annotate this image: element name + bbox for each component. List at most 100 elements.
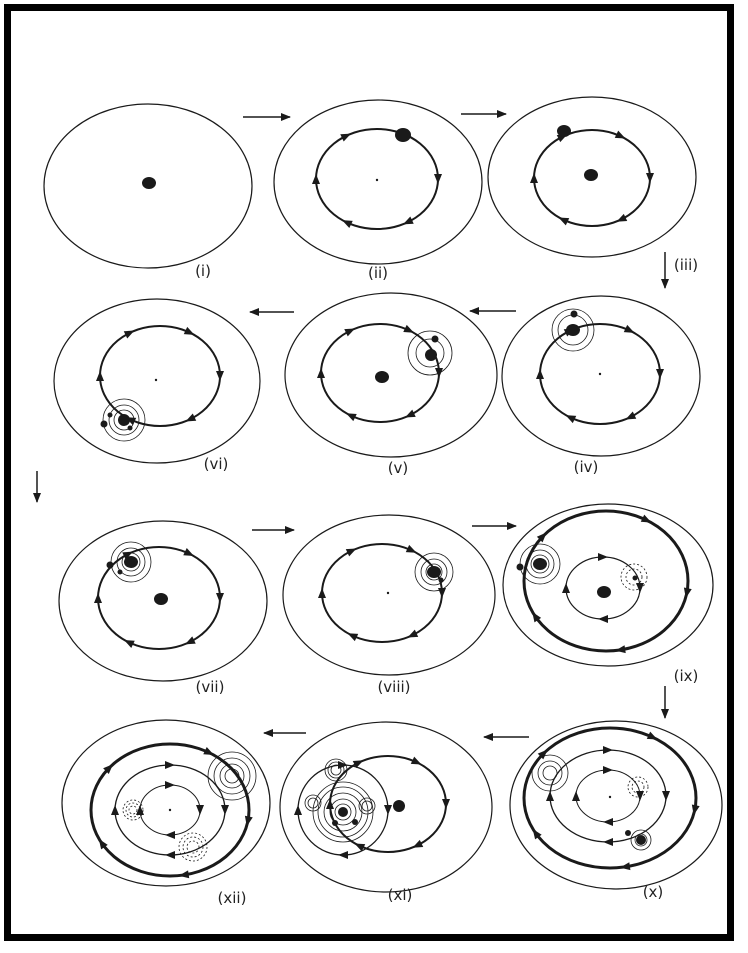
satellite-rings bbox=[219, 763, 245, 789]
orbit-arrow-icon bbox=[640, 514, 652, 523]
orbit-arrow-icon bbox=[165, 851, 175, 859]
satellite-rings bbox=[108, 404, 140, 436]
satellite-rings bbox=[213, 757, 251, 795]
moving-body bbox=[533, 558, 547, 570]
orbit-arrow-icon bbox=[558, 217, 570, 226]
central-mark bbox=[598, 372, 602, 376]
stage-v bbox=[284, 292, 498, 458]
orbit-arrow-icon bbox=[536, 369, 544, 379]
orbit-arrow-icon bbox=[183, 548, 195, 556]
outer-boundary bbox=[501, 295, 701, 457]
orbit-arrow-icon bbox=[244, 815, 253, 827]
stage-label-vii: (vii) bbox=[195, 678, 225, 696]
satellite-rings bbox=[525, 549, 555, 579]
satellite-rings bbox=[312, 781, 374, 843]
orbit-arrow-icon bbox=[122, 551, 134, 560]
orbit-arrow-icon bbox=[404, 409, 416, 418]
orbit-arrow-icon bbox=[656, 369, 664, 379]
orbit-arrow-icon bbox=[646, 731, 658, 740]
orbit-arrow-icon bbox=[598, 553, 608, 561]
satellite-rings bbox=[121, 552, 141, 572]
satellite-body bbox=[117, 569, 123, 575]
stage-label-i: (i) bbox=[195, 262, 211, 280]
satellite-rings bbox=[530, 554, 550, 574]
orbit-arrow-icon bbox=[438, 588, 446, 598]
moving-body bbox=[425, 349, 437, 361]
orbit-arrow-icon bbox=[412, 839, 424, 848]
satellite-rings bbox=[334, 803, 352, 821]
orbit-arrow-icon bbox=[203, 747, 215, 755]
orbit-arrow-icon bbox=[530, 173, 538, 183]
orbit-arrow-icon bbox=[537, 749, 548, 760]
orbit-arrow-icon bbox=[410, 756, 422, 765]
orbit-arrow-icon bbox=[345, 548, 357, 557]
moving-body bbox=[124, 556, 138, 568]
middle-orbit-path bbox=[549, 749, 667, 843]
orbit-arrow-icon bbox=[294, 805, 302, 815]
stage-label-iii: (iii) bbox=[673, 256, 699, 274]
stage-ix bbox=[502, 503, 714, 667]
satellite-rings bbox=[329, 798, 357, 826]
satellite-rings bbox=[537, 760, 563, 786]
orbit-arrow-icon bbox=[407, 629, 419, 638]
satellite-rings bbox=[304, 794, 322, 812]
satellite-rings bbox=[634, 833, 648, 847]
moving-body bbox=[566, 324, 580, 336]
orbit-arrow-icon bbox=[111, 805, 119, 815]
satellite-rings bbox=[122, 799, 144, 821]
satellite-rings bbox=[425, 563, 443, 581]
outer-orbit-path bbox=[522, 726, 698, 870]
satellite-rings bbox=[330, 764, 342, 776]
satellite-rings bbox=[327, 761, 345, 779]
orbit-arrow-icon bbox=[691, 804, 700, 816]
satellite-rings bbox=[324, 758, 348, 782]
orbit-arrow-icon bbox=[619, 862, 631, 871]
satellite-rings bbox=[307, 797, 319, 809]
orbit-arrow-icon bbox=[442, 799, 450, 809]
stage-xii bbox=[61, 719, 271, 887]
satellite-rings bbox=[102, 398, 146, 442]
orbit-arrow-icon bbox=[196, 805, 204, 815]
satellite-rings bbox=[531, 754, 569, 792]
central-body bbox=[393, 800, 405, 812]
orbit-arrow-icon bbox=[683, 587, 692, 599]
central-mark bbox=[608, 795, 612, 799]
outer-boundary bbox=[284, 292, 498, 458]
satellite-rings bbox=[551, 308, 595, 352]
satellite-body bbox=[570, 310, 578, 318]
stage-ii bbox=[273, 99, 483, 265]
satellite-rings bbox=[186, 840, 200, 854]
orbit-arrow-icon bbox=[405, 544, 417, 553]
orbit-arrow-icon bbox=[185, 413, 197, 422]
satellite-body bbox=[352, 819, 358, 825]
central-mark bbox=[168, 808, 172, 812]
satellite-body bbox=[516, 563, 524, 571]
orbit-arrow-icon bbox=[338, 851, 348, 859]
inner-orbit-path bbox=[575, 769, 641, 823]
orbit-arrow-icon bbox=[403, 324, 415, 333]
orbit-arrow-icon bbox=[603, 838, 613, 846]
orbit-arrow-icon bbox=[312, 174, 320, 184]
outer-boundary bbox=[58, 520, 268, 682]
satellite-rings bbox=[420, 558, 448, 586]
stage-iv bbox=[501, 295, 701, 457]
orbit-arrow-icon bbox=[536, 532, 547, 543]
satellite-body bbox=[100, 420, 108, 428]
moving-body bbox=[557, 125, 571, 137]
outer-boundary bbox=[273, 99, 483, 265]
orbit-arrow-icon bbox=[178, 870, 190, 879]
stage-vi bbox=[53, 298, 261, 464]
orbit-arrow-icon bbox=[532, 828, 542, 840]
stage-vii bbox=[58, 520, 268, 682]
stage-xi bbox=[279, 721, 493, 893]
stage-label-viii: (viii) bbox=[377, 678, 411, 696]
orbit-arrow-icon bbox=[340, 133, 352, 142]
satellite-rings bbox=[125, 802, 141, 818]
orbit-arrow-icon bbox=[546, 791, 554, 801]
orbit-arrow-icon bbox=[603, 818, 613, 826]
outer-boundary bbox=[509, 720, 723, 890]
orbit-arrow-icon bbox=[98, 838, 108, 850]
outer-boundary bbox=[502, 503, 714, 667]
orbit-arrow-icon bbox=[96, 371, 104, 381]
